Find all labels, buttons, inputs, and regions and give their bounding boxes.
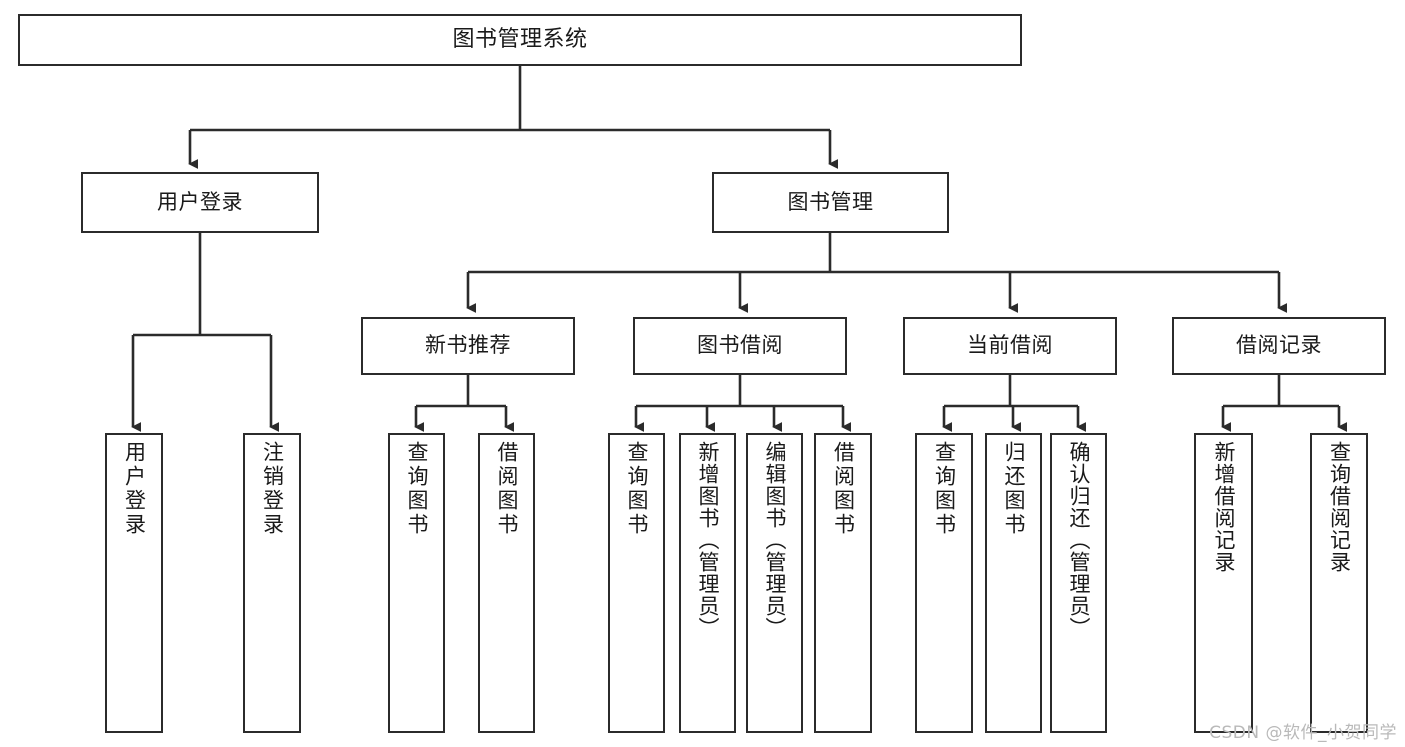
node-leaf-newbook-borrow-books-label: 借阅图书 — [495, 441, 519, 537]
node-user-login[interactable]: 用户登录 — [81, 172, 319, 233]
node-leaf-newbook-query-books[interactable]: 查询图书 — [388, 433, 445, 733]
node-book-borrowing-label: 图书借阅 — [697, 333, 783, 358]
node-new-book-recommendation[interactable]: 新书推荐 — [361, 317, 575, 375]
node-leaf-add-borrow-record[interactable]: 新增借阅记录 — [1194, 433, 1253, 733]
node-leaf-edit-book-admin[interactable]: 编辑图书（管理员） — [746, 433, 803, 733]
node-leaf-query-borrow-record[interactable]: 查询借阅记录 — [1310, 433, 1368, 733]
node-leaf-add-book-admin[interactable]: 新增图书（管理员） — [679, 433, 736, 733]
node-book-management-label: 图书管理 — [787, 189, 874, 214]
node-leaf-borrow-query-books-label: 查询图书 — [625, 441, 649, 537]
node-borrowing-record-label: 借阅记录 — [1236, 333, 1322, 358]
node-leaf-borrow-books-label: 借阅图书 — [831, 441, 856, 537]
node-leaf-return-books-label: 归还图书 — [1002, 441, 1026, 537]
node-leaf-user-login-label: 用户登录 — [122, 441, 147, 537]
node-leaf-add-borrow-record-label: 新增借阅记录 — [1212, 441, 1236, 573]
node-leaf-confirm-return-admin-label: 确认归还（管理员） — [1067, 441, 1091, 639]
node-new-book-recommendation-label: 新书推荐 — [425, 333, 511, 358]
node-root-label: 图书管理系统 — [452, 26, 588, 52]
node-current-borrowing[interactable]: 当前借阅 — [903, 317, 1117, 375]
node-root-book-management-system[interactable]: 图书管理系统 — [18, 14, 1022, 66]
node-leaf-query-borrow-record-label: 查询借阅记录 — [1327, 441, 1352, 573]
node-leaf-logout-label: 注销登录 — [260, 441, 285, 537]
node-user-login-label: 用户登录 — [157, 189, 243, 214]
node-leaf-current-query-books[interactable]: 查询图书 — [915, 433, 973, 733]
node-book-management[interactable]: 图书管理 — [712, 172, 949, 233]
node-leaf-return-books[interactable]: 归还图书 — [985, 433, 1042, 733]
node-leaf-add-book-admin-label: 新增图书（管理员） — [696, 441, 720, 639]
node-leaf-confirm-return-admin[interactable]: 确认归还（管理员） — [1050, 433, 1107, 733]
node-current-borrowing-label: 当前借阅 — [967, 333, 1053, 358]
node-leaf-current-query-books-label: 查询图书 — [932, 441, 957, 537]
node-leaf-borrow-query-books[interactable]: 查询图书 — [608, 433, 665, 733]
node-leaf-edit-book-admin-label: 编辑图书（管理员） — [763, 441, 787, 639]
node-leaf-logout[interactable]: 注销登录 — [243, 433, 301, 733]
csdn-watermark: CSDN @软件_小贺同学 — [1209, 723, 1397, 743]
node-book-borrowing[interactable]: 图书借阅 — [633, 317, 847, 375]
node-borrowing-record[interactable]: 借阅记录 — [1172, 317, 1386, 375]
node-leaf-newbook-borrow-books[interactable]: 借阅图书 — [478, 433, 535, 733]
node-leaf-user-login[interactable]: 用户登录 — [105, 433, 163, 733]
node-leaf-borrow-books[interactable]: 借阅图书 — [814, 433, 872, 733]
node-leaf-newbook-query-books-label: 查询图书 — [405, 441, 429, 537]
